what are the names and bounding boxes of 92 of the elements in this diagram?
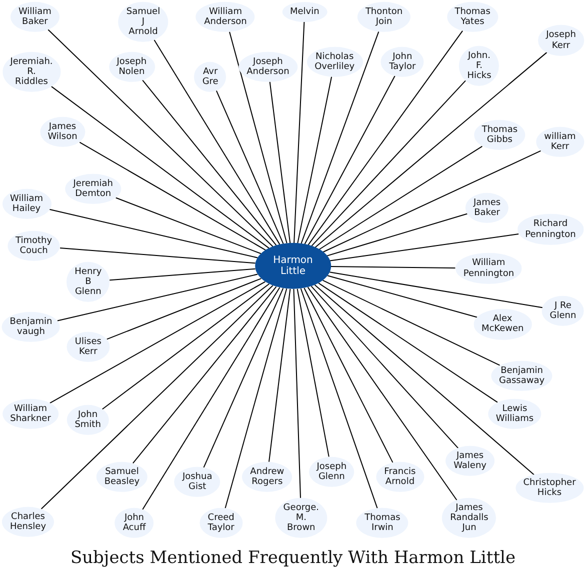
person-ellipse: Alex McKewen	[473, 309, 532, 340]
person-ellipse: william Kerr	[536, 126, 584, 157]
person-ellipse: William Anderson	[196, 2, 255, 32]
person-ellipse: Thomas Yates	[446, 2, 498, 32]
connector-line	[268, 288, 291, 462]
person-ellipse: John Smith	[66, 405, 109, 436]
person-ellipse: Samuel Beasley	[96, 462, 148, 492]
person-ellipse: Samuel J Arnold	[118, 2, 168, 42]
connector-line	[311, 80, 466, 246]
connector-line	[102, 283, 270, 410]
person-ellipse: Lewis Williams	[488, 398, 542, 429]
connector-line	[49, 281, 266, 404]
connector-line	[48, 208, 258, 258]
person-ellipse: Joseph Nolen	[108, 52, 155, 82]
person-ellipse: William Baker	[10, 2, 60, 32]
person-ellipse: John. F. Hicks	[459, 46, 500, 86]
person-ellipse: J Re Glenn	[542, 296, 584, 326]
person-ellipse: Joseph Anderson	[238, 52, 298, 82]
person-ellipse: James Randalls Jun	[442, 498, 496, 538]
person-ellipse: Melvin	[282, 2, 328, 22]
person-ellipse: Ulises Kerr	[66, 331, 110, 362]
connector-line	[297, 76, 332, 244]
connector-line	[326, 213, 468, 256]
person-ellipse: Joseph Kerr	[538, 25, 584, 56]
person-ellipse: Joshua Gist	[174, 466, 220, 497]
person-ellipse: William Pennington	[455, 253, 522, 284]
person-ellipse: Francis Arnold	[376, 462, 424, 492]
connector-line	[293, 288, 301, 498]
connector-line	[330, 234, 520, 262]
person-ellipse: William Hailey	[2, 188, 51, 220]
connector-line	[154, 39, 280, 245]
person-ellipse: Henry B Glenn	[66, 262, 110, 302]
connector-line	[329, 272, 544, 308]
connector-line	[106, 278, 262, 340]
person-ellipse: Jeremiah. R. Riddles	[2, 52, 61, 92]
person-ellipse: Joseph Glenn	[308, 456, 355, 487]
connector-line	[308, 30, 464, 246]
connector-line	[142, 287, 280, 510]
central-person-ellipse: Harmon Little	[255, 242, 331, 290]
connector-line	[229, 31, 288, 244]
person-ellipse: Benjamin Gassaway	[491, 360, 553, 391]
person-ellipse: John Acuff	[114, 508, 154, 538]
connector-line	[294, 22, 305, 244]
connector-line	[330, 266, 456, 269]
connector-line	[109, 268, 256, 281]
connector-line	[318, 146, 483, 250]
person-ellipse: James Waleny	[446, 446, 494, 476]
connector-line	[203, 288, 284, 468]
connector-line	[318, 282, 498, 403]
person-ellipse: Nicholas Overliley	[306, 46, 363, 77]
connector-line	[216, 90, 284, 244]
person-ellipse: Charles Hensley	[2, 506, 54, 537]
connector-line	[50, 86, 270, 249]
connector-line	[314, 52, 548, 248]
connector-line	[327, 275, 478, 318]
connector-line	[304, 75, 396, 245]
person-ellipse: Thomas Gibbs	[474, 120, 526, 150]
connector-line	[48, 29, 274, 248]
person-ellipse: Benjamin vaugh	[2, 312, 60, 342]
connector-line	[304, 287, 394, 463]
connector-line	[60, 248, 256, 264]
person-ellipse: Thomas Irwin	[356, 508, 408, 538]
connector-line	[300, 288, 378, 509]
person-ellipse: James Wilson	[40, 117, 86, 148]
connector-line	[56, 274, 258, 322]
connector-line	[142, 80, 277, 246]
connector-line	[40, 284, 274, 510]
person-ellipse: William Sharkner	[2, 398, 59, 430]
person-ellipse: James Baker	[465, 192, 509, 223]
connector-line	[307, 286, 458, 501]
connector-line	[314, 284, 535, 476]
connector-line	[322, 280, 500, 366]
connector-line	[269, 81, 291, 244]
person-ellipse: Timothy Couch	[8, 230, 60, 262]
person-ellipse: Richard Pennington	[517, 214, 584, 245]
person-ellipse: John Taylor	[381, 46, 424, 77]
person-ellipse: Avr Gre	[194, 62, 226, 92]
connector-line	[296, 288, 330, 458]
person-ellipse: Christopher Hicks	[515, 473, 584, 504]
connector-line	[79, 142, 266, 251]
person-ellipse: Jeremiah Demton	[65, 174, 121, 204]
person-ellipse: Thonton Join	[357, 2, 411, 32]
connector-line	[310, 286, 459, 449]
person-ellipse: Andrew Rogers	[242, 462, 292, 492]
connector-line	[115, 197, 262, 254]
diagram-title: Subjects Mentioned Frequently With Harmon Little	[70, 548, 516, 568]
connector-line	[224, 288, 288, 509]
connector-line	[322, 150, 542, 252]
person-ellipse: Creed Taylor	[200, 508, 242, 538]
connector-line	[132, 286, 277, 464]
connector-line	[300, 31, 380, 244]
person-ellipse: George. M. Brown	[275, 498, 327, 538]
